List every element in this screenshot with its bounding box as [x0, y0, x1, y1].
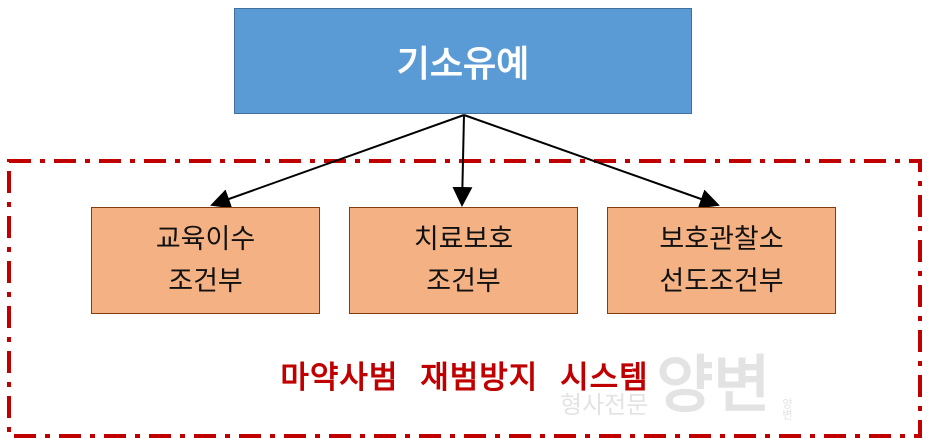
child-line1: 보호관찰소 [659, 223, 784, 255]
child-line1: 치료보호 [413, 223, 514, 255]
arrow-to-child-1 [210, 114, 465, 209]
child-line2: 조건부 [168, 265, 243, 297]
system-label: 마약사범 재범방지 시스템 [280, 360, 649, 396]
root-label: 기소유예 [396, 44, 530, 85]
watermark-sub: 양변 [780, 398, 794, 420]
child-node-treatment: 치료보호 조건부 [349, 207, 578, 314]
child-line2: 선도조건부 [659, 265, 784, 297]
watermark-text: 형사전문 [560, 391, 649, 419]
child-line1: 교육이수 [155, 223, 256, 255]
root-node: 기소유예 [234, 8, 692, 114]
arrow-to-child-2 [452, 114, 473, 207]
arrow-to-child-3 [463, 114, 720, 209]
child-node-education: 교육이수 조건부 [91, 207, 320, 314]
child-node-probation: 보호관찰소 선도조건부 [607, 207, 836, 314]
watermark-brand: 양변 [656, 348, 771, 421]
child-line2: 조건부 [426, 265, 501, 297]
watermark: 형사전문 양변 양변 [560, 348, 794, 421]
system-frame [7, 159, 922, 438]
